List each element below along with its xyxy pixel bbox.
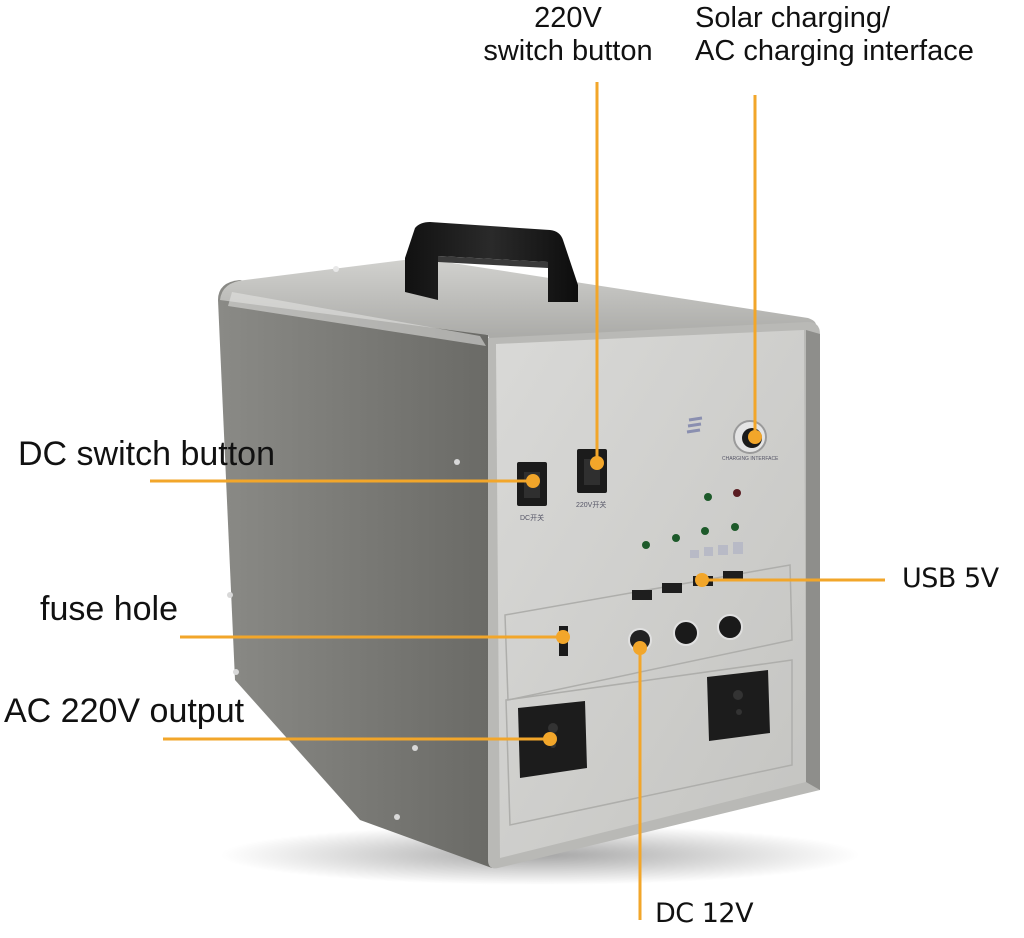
callout-dc-switch: DC switch button [18, 435, 275, 473]
callout-dc-12v: DC 12V [655, 898, 754, 929]
callout-solar-ac-charging: Solar charging/ AC charging interface [695, 2, 974, 69]
svg-text:220V开关: 220V开关 [576, 500, 606, 509]
callout-fuse-hole: fuse hole [40, 590, 178, 628]
callout-usb-5v: USB 5V [902, 563, 999, 594]
callout-solar-line1: Solar charging/ [695, 2, 891, 34]
svg-text:DC开关: DC开关 [520, 513, 544, 522]
callout-220v-line2: switch button [483, 35, 653, 68]
callout-220v-line1: 220V [534, 2, 602, 34]
callout-ac-220v-output: AC 220V output [4, 692, 245, 730]
callout-220v-switch: 220V switch button [468, 2, 668, 69]
callout-solar-line2: AC charging interface [695, 35, 974, 68]
svg-text:CHARGING INTERFACE: CHARGING INTERFACE [722, 456, 779, 462]
